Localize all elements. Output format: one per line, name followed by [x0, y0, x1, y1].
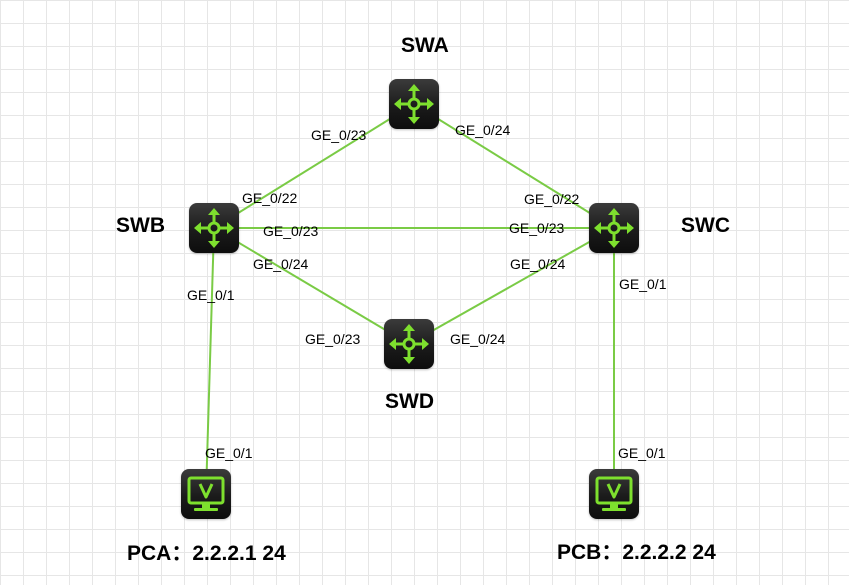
port-label-pca-to-swb: GE_0/1 [205, 445, 253, 461]
switch-arrows-icon [194, 208, 234, 248]
label-swc: SWC [681, 214, 730, 237]
switch-swb[interactable] [189, 203, 239, 253]
label-pcb: PCB：2.2.2.2 24 [557, 541, 716, 564]
link-swa-swc [413, 103, 615, 229]
label-swb: SWB [116, 214, 165, 237]
port-label-swa-to-swb: GE_0/23 [311, 127, 367, 143]
port-label-swb-to-pca: GE_0/1 [187, 287, 235, 303]
port-label-pcb-to-swc: GE_0/1 [618, 445, 666, 461]
monitor-icon [187, 476, 225, 511]
port-label-swc-to-pcb: GE_0/1 [619, 276, 667, 292]
port-label-swb-to-swd: GE_0/24 [253, 256, 309, 272]
port-label-swb-to-swc: GE_0/23 [263, 223, 319, 239]
switch-arrows-icon [594, 208, 634, 248]
link-swb-swd [213, 227, 410, 345]
port-label-swd-to-swc: GE_0/24 [450, 331, 506, 347]
link-swa-swb [213, 103, 415, 229]
port-label-swc-to-swb: GE_0/23 [509, 220, 565, 236]
switch-arrows-icon [394, 84, 434, 124]
link-swc-swd [408, 227, 615, 345]
port-label-swc-to-swd: GE_0/24 [510, 256, 566, 272]
switch-swa[interactable] [389, 79, 439, 129]
label-swa: SWA [401, 34, 449, 57]
link-swb-pca [205, 227, 215, 495]
pc-pcb[interactable] [589, 469, 639, 519]
port-label-swa-to-swc: GE_0/24 [455, 122, 511, 138]
monitor-icon [595, 476, 633, 511]
switch-swc[interactable] [589, 203, 639, 253]
switch-arrows-icon [389, 324, 429, 364]
pc-pca[interactable] [181, 469, 231, 519]
switch-swd[interactable] [384, 319, 434, 369]
label-swd: SWD [385, 390, 434, 413]
label-pca: PCA：2.2.2.1 24 [127, 542, 286, 565]
port-label-swd-to-swb: GE_0/23 [305, 331, 361, 347]
port-label-swc-to-swa: GE_0/22 [524, 191, 580, 207]
port-label-swb-to-swa: GE_0/22 [242, 190, 298, 206]
